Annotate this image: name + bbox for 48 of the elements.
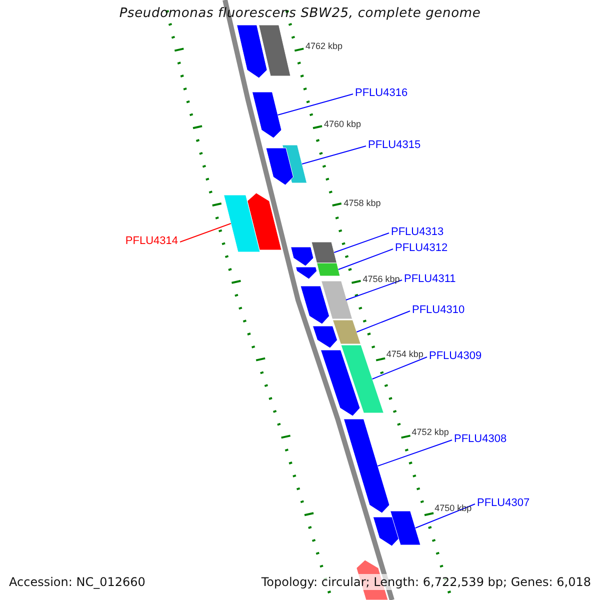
gene-block (258, 24, 291, 76)
position-label: 4760 kbp (324, 119, 362, 130)
leader-line (414, 504, 476, 528)
gene-arrow-shape (300, 286, 330, 324)
gene-label: PFLU4314 (125, 234, 178, 248)
gene-block (224, 194, 260, 252)
gene-block (390, 510, 421, 546)
position-label: 4752 kbp (412, 427, 449, 438)
gene-arrow-shape (372, 516, 400, 546)
gene-label: PFLU4311 (404, 272, 456, 286)
gene-label: PFLU4313 (391, 225, 444, 239)
gene-arrow-shape (320, 350, 360, 416)
leader-line (372, 356, 428, 380)
gene-arrow-shape (290, 246, 314, 266)
leader-line (346, 280, 402, 300)
gene-label: PFLU4312 (395, 241, 448, 255)
gene-label: PFLU4310 (412, 303, 465, 317)
leader-line (334, 232, 390, 253)
gene-label: PFLU4307 (477, 496, 530, 510)
gene-arrow-shape (252, 92, 282, 138)
gene-block (332, 320, 361, 344)
gene-arrow-shape (296, 266, 318, 280)
gene-label: PFLU4309 (429, 349, 482, 363)
position-label: 4762 kbp (306, 41, 343, 52)
leader-line (302, 146, 366, 164)
leader-line (377, 440, 452, 466)
position-label: 4754 kbp (386, 349, 424, 360)
gene-arrow-shape (343, 418, 390, 514)
gene-arrow-shape (312, 326, 338, 348)
gene-label: PFLU4316 (355, 86, 408, 100)
accession-text: Accession: NC_012660 (9, 574, 146, 590)
gene-label: PFLU4315 (368, 138, 421, 152)
gene-arrow-shape (247, 192, 282, 250)
gene-arrow-shape (236, 24, 268, 78)
gene-label: PFLU4308 (454, 432, 507, 446)
gene-block (316, 262, 340, 276)
leader-line (356, 310, 410, 332)
gene-block (311, 242, 338, 264)
genome-info-text: Topology: circular; Length: 6,722,539 bp; Genes: 6,018 (261, 574, 591, 590)
gene-block (340, 344, 384, 414)
title: Pseudomonas fluorescens SBW25, complete genome (118, 5, 482, 23)
leader-line (277, 94, 354, 116)
leader-line (338, 248, 394, 270)
position-label: 4756 kbp (362, 274, 400, 285)
position-label: 4758 kbp (344, 198, 381, 209)
gene-block (321, 280, 353, 320)
gene-arrow-shape (266, 148, 294, 186)
leader-line (180, 223, 232, 242)
